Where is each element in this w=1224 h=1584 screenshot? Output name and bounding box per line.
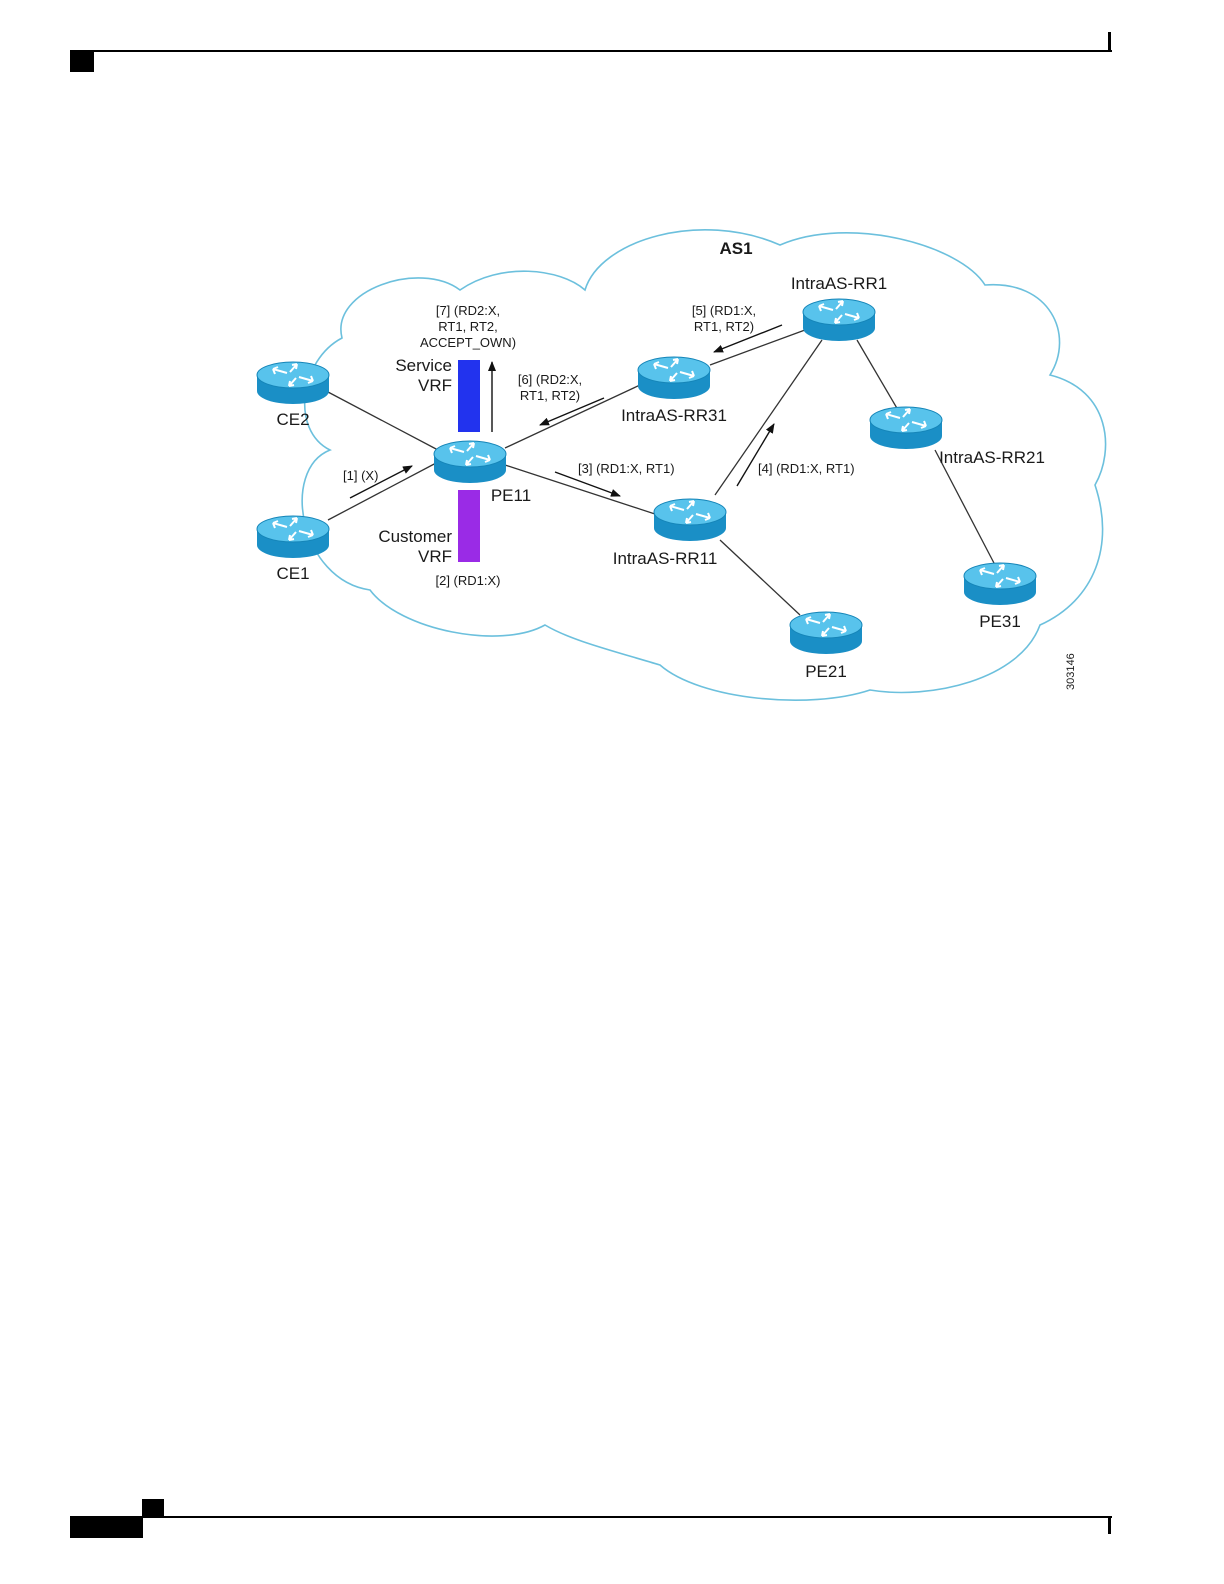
cloud-label: AS1 — [719, 239, 752, 258]
label-rr11: IntraAS-RR11 — [613, 549, 718, 568]
customer-vrf-bar — [458, 490, 480, 562]
label-rr31: IntraAS-RR31 — [621, 406, 727, 425]
router-rr31 — [638, 357, 710, 399]
router-rr1 — [803, 299, 875, 341]
link-ce2-pe11 — [328, 392, 438, 450]
router-rr11 — [654, 499, 726, 541]
step-6-label-2: RT1, RT2) — [520, 388, 580, 403]
step-3-label: [3] (RD1:X, RT1) — [578, 461, 675, 476]
router-rr21 — [870, 407, 942, 449]
step-2-label: [2] (RD1:X) — [435, 573, 500, 588]
customer-vrf-label-2: VRF — [418, 547, 452, 566]
link-rr1-rr21 — [857, 340, 898, 410]
router-ce1 — [257, 516, 329, 558]
step-7-label: [7] (RD2:X, — [436, 303, 500, 318]
figure-id: 303146 — [1065, 653, 1077, 690]
step-4-label: [4] (RD1:X, RT1) — [758, 461, 855, 476]
router-pe21 — [790, 612, 862, 654]
label-pe11: PE11 — [491, 486, 531, 505]
label-rr1: IntraAS-RR1 — [791, 274, 887, 293]
step-7-label-3: ACCEPT_OWN) — [420, 335, 516, 350]
service-vrf-label: Service — [395, 356, 452, 375]
router-ce2 — [257, 362, 329, 404]
label-pe21: PE21 — [805, 662, 847, 681]
service-vrf-bar — [458, 360, 480, 432]
service-vrf-label-2: VRF — [418, 376, 452, 395]
router-pe11 — [434, 441, 506, 483]
step-7-label-2: RT1, RT2, — [438, 319, 497, 334]
customer-vrf-label: Customer — [378, 527, 452, 546]
label-pe31: PE31 — [979, 612, 1021, 631]
label-ce1: CE1 — [276, 564, 309, 583]
step-5-label: [5] (RD1:X, — [692, 303, 756, 318]
step-6-label: [6] (RD2:X, — [518, 372, 582, 387]
link-rr11-pe21 — [720, 540, 800, 615]
label-ce2: CE2 — [276, 410, 309, 429]
label-rr21: IntraAS-RR21 — [939, 448, 1045, 467]
router-pe31 — [964, 563, 1036, 605]
step-5-label-2: RT1, RT2) — [694, 319, 754, 334]
link-rr21-pe31 — [935, 450, 995, 565]
step-1-label: [1] (X) — [343, 468, 378, 483]
